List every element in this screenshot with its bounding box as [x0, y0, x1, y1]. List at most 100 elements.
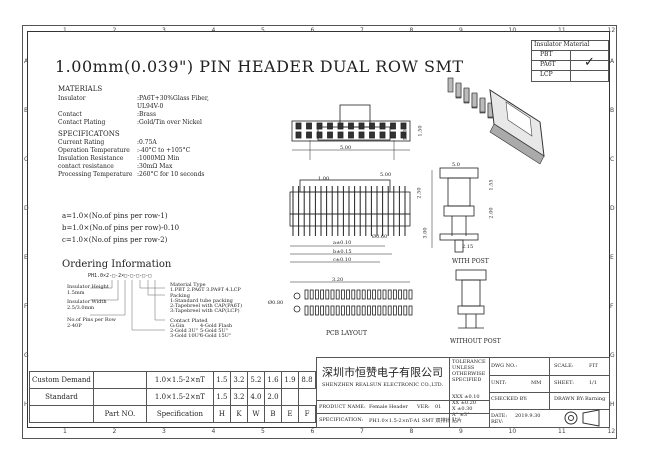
pad — [377, 305, 382, 316]
dim-b: b±0.15 — [333, 249, 352, 255]
column-label: 7 — [360, 428, 364, 435]
column-label: 7 — [360, 27, 364, 34]
column-label: 3 — [162, 428, 166, 435]
note-packing: Packing — [170, 293, 190, 299]
pin — [295, 122, 302, 130]
pad — [335, 289, 340, 300]
pad — [325, 289, 330, 300]
pin — [337, 122, 344, 130]
product-name-value: Female Header — [369, 404, 408, 410]
pad — [351, 305, 356, 316]
checked-by-label: CHECKED BY: — [491, 396, 528, 402]
spec-value: :PA6T+30%Glass Fiber, — [137, 95, 209, 102]
pad — [325, 305, 330, 316]
dim-5-00: 5.00 — [340, 145, 352, 151]
product-name-label: PRODUCT NAME: — [319, 404, 366, 410]
row-label: E — [24, 254, 28, 261]
table-cell: 8.8 — [297, 371, 317, 389]
dim-pcb-c: 3.20 — [332, 277, 344, 283]
outer-frame — [22, 25, 617, 439]
table-cell: 1.9 — [280, 371, 299, 389]
pad — [351, 289, 356, 300]
pad — [403, 305, 408, 316]
column-label: 1 — [63, 27, 67, 34]
note-contact-plated: Contact Plated — [170, 318, 208, 324]
column-label: 5 — [261, 27, 265, 34]
pin — [369, 131, 375, 139]
table-cell — [29, 405, 94, 423]
note-packing-1: 1:Standard tube packing — [170, 298, 233, 304]
pad — [408, 289, 413, 300]
with-post-label: WITH POST — [452, 258, 489, 265]
pin — [358, 122, 365, 130]
dim-hole-0-60: Ø0.60 — [372, 234, 388, 240]
table-cell: 1.5 — [212, 371, 231, 389]
insulator-header: Insulator Material — [534, 41, 590, 48]
scale-label: SCALE: — [554, 363, 574, 369]
pin — [327, 131, 333, 139]
pad — [320, 305, 325, 316]
pad — [309, 289, 314, 300]
sheet-value: 1/1 — [589, 380, 598, 386]
row-label: H — [24, 401, 29, 408]
table-cell: B — [263, 405, 282, 423]
drawn-by-value: Barning — [585, 396, 606, 402]
ver-value: 01 — [435, 404, 442, 410]
column-label: 10 — [508, 27, 517, 34]
pin — [390, 131, 396, 139]
row-label: A — [24, 58, 29, 65]
column-label: 2 — [112, 27, 117, 34]
pad — [392, 289, 397, 300]
specification-value: PH1.0×1.5-2×nT-A1 SMT 双排针 贴片 — [369, 418, 462, 424]
pin — [316, 131, 323, 139]
row-label: C — [24, 156, 29, 163]
table-cell: 1.5 — [212, 388, 231, 406]
insulator-material-table: Insulator Material PBT PA6T LCP ✓ — [531, 40, 609, 82]
pin — [479, 97, 486, 113]
table-cell: Part NO. — [92, 405, 147, 423]
ver-label: VER: — [417, 404, 430, 410]
pad — [392, 305, 397, 316]
note-plating-g: G:Gin — [170, 323, 185, 329]
spec-value: :1000MΩ Min — [137, 155, 180, 162]
column-label: 9 — [459, 27, 463, 34]
pad — [387, 305, 392, 316]
materials-heading: MATERIALS — [58, 85, 103, 93]
column-label: 4 — [211, 428, 216, 435]
pad — [382, 289, 387, 300]
pad — [304, 289, 309, 300]
pad — [340, 289, 345, 300]
pin — [348, 122, 354, 130]
row-label: B — [24, 107, 29, 114]
ordering-code: PH1.0×2-□-2×□-□-□-□-□ — [88, 273, 152, 279]
pin — [379, 131, 386, 139]
table-cell: Standard — [29, 388, 94, 406]
spec-value: :0.75A — [137, 139, 157, 146]
pad — [314, 289, 319, 300]
pad — [356, 305, 361, 316]
tolerance-label-1: TOLERANCE — [452, 359, 486, 365]
pad — [309, 305, 314, 316]
page-title: 1.00mm(0.039") PIN HEADER DUAL ROW SMT — [55, 57, 464, 76]
spec-value: :Brass — [137, 111, 157, 118]
spec-label: Contact — [58, 111, 82, 118]
pin — [471, 92, 478, 108]
without-post-label: WITHOUT POST — [450, 338, 501, 345]
unit-value: MM — [531, 380, 542, 386]
table-cell: F — [297, 405, 317, 423]
pad — [304, 305, 309, 316]
dim-1-00-front: 1.00 — [318, 176, 330, 182]
formula-a: a=1.0×(No.of pins per row-1) — [62, 212, 168, 220]
spec-value: :-40°C to +105°C — [137, 147, 191, 154]
pad — [377, 289, 382, 300]
spec-label: contact resistance — [58, 163, 114, 170]
column-label: 11 — [558, 428, 566, 435]
pad — [330, 305, 335, 316]
row-label: G — [24, 352, 29, 359]
note-material-type: Material Type — [170, 282, 206, 288]
column-label: 10 — [508, 428, 517, 435]
